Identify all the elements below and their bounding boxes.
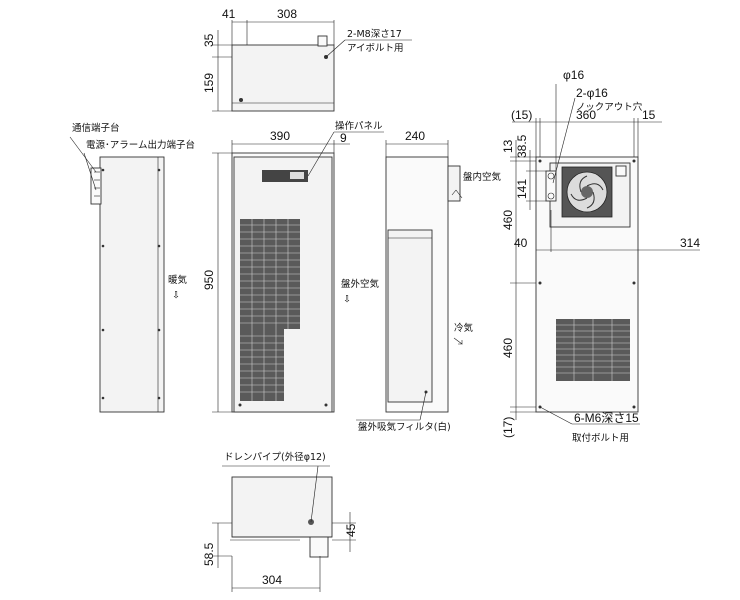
label-warm-air: 暖気 [168, 274, 188, 286]
label-filter: 盤外吸気フィルタ(白) [358, 421, 451, 433]
dim-41: 41 [222, 7, 236, 21]
label-drain-pipe: ドレンパイプ(外径φ12) [224, 451, 326, 463]
dim-15-right: 15 [642, 108, 656, 122]
label-cold-air: 冷気 [454, 322, 474, 334]
rear-grille [556, 319, 630, 381]
label-comm-terminal: 通信端子台 [72, 122, 120, 134]
dim-38-5: 38.5 [515, 134, 529, 158]
dim-360: 360 [576, 108, 596, 122]
dim-35: 35 [202, 33, 216, 47]
rear-connector [615, 165, 627, 177]
label-power-terminal: 電源･アラーム出力端子台 [86, 139, 195, 151]
side-view-right: 240 盤内空気 冷気 盤外吸気フィルタ(白) [356, 129, 502, 433]
side-view-left: 通信端子台 電源･アラーム出力端子台 暖気 ⇩ [69, 122, 195, 413]
label-operation-panel: 操作パネル [335, 120, 383, 132]
dim-17: (17) [501, 417, 515, 438]
dim-141: 141 [515, 179, 529, 199]
dim-159: 159 [202, 73, 216, 93]
eyebolt-hole [239, 98, 243, 102]
dim-9: 9 [340, 131, 347, 145]
inside-air-inlet [447, 165, 461, 202]
dim-304: 304 [262, 573, 282, 587]
callout-phi16: φ16 [563, 68, 584, 82]
rear-view: (15) 360 15 13 38.5 141 460 460 (17) 40 … [501, 68, 700, 444]
callout-eyebolt-line2: アイボルト用 [347, 43, 404, 54]
dim-460-bottom: 460 [501, 338, 515, 358]
callout-m6-line1: 6-M6深さ15 [574, 411, 639, 425]
front-view: 390 9 950 操作パネル 盤外空気 ⇩ [202, 120, 384, 413]
callout-2phi16: 2-φ16 [576, 86, 608, 100]
left-side-body [99, 156, 165, 413]
dim-13: 13 [501, 139, 515, 153]
dim-15-left: (15) [511, 108, 532, 122]
knockout-holes [545, 170, 557, 202]
dim-58-5: 58.5 [202, 542, 216, 566]
callout-eyebolt-line1: 2-M8深さ17 [347, 29, 402, 40]
front-grille [240, 219, 300, 401]
terminal-block [90, 167, 102, 205]
callout-knockout: ノックアウト穴 [576, 101, 643, 113]
label-outside-air: 盤外空気 [341, 278, 380, 290]
drain-stub [309, 536, 329, 558]
dim-314: 314 [680, 236, 700, 250]
bottom-view: ドレンパイプ(外径φ12) 58.5 45 304 [202, 451, 358, 592]
dim-40: 40 [514, 236, 528, 250]
arrow-warm-air: ⇩ [172, 290, 180, 301]
bottom-body [231, 476, 333, 538]
dim-240: 240 [405, 129, 425, 143]
dim-390: 390 [270, 129, 290, 143]
dim-950: 950 [202, 270, 216, 290]
top-view: 41 308 35 159 2-M8深さ17 アイボルト用 [202, 7, 412, 112]
top-view-body [231, 44, 335, 112]
arrow-outside-air: ⇩ [343, 294, 351, 305]
label-inside-air: 盤内空気 [463, 171, 502, 183]
outside-filter [387, 229, 433, 403]
dim-460-top: 460 [501, 210, 515, 230]
callout-m6-line2: 取付ボルト用 [572, 433, 629, 444]
dim-45: 45 [344, 523, 358, 537]
top-eyebolt [317, 35, 328, 47]
dim-308: 308 [277, 7, 297, 21]
